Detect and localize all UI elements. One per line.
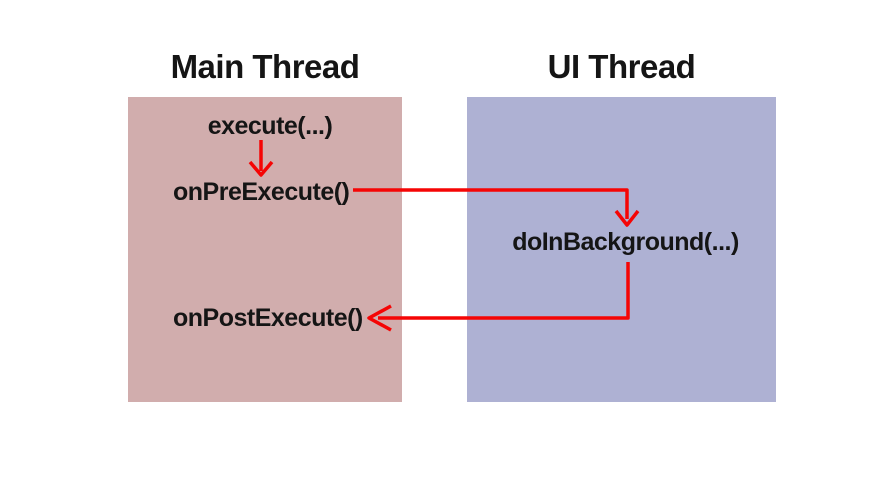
node-execute: execute(...) <box>207 112 333 140</box>
ui-thread-title: UI Thread <box>547 48 696 85</box>
ui-thread-box <box>467 97 776 402</box>
node-onpreexecute: onPreExecute() <box>173 178 350 206</box>
main-thread-title: Main Thread <box>170 48 360 85</box>
main-thread-box <box>128 97 402 402</box>
node-onpostexecute: onPostExecute() <box>173 304 363 332</box>
node-doinbackground: doInBackground(...) <box>512 228 739 256</box>
